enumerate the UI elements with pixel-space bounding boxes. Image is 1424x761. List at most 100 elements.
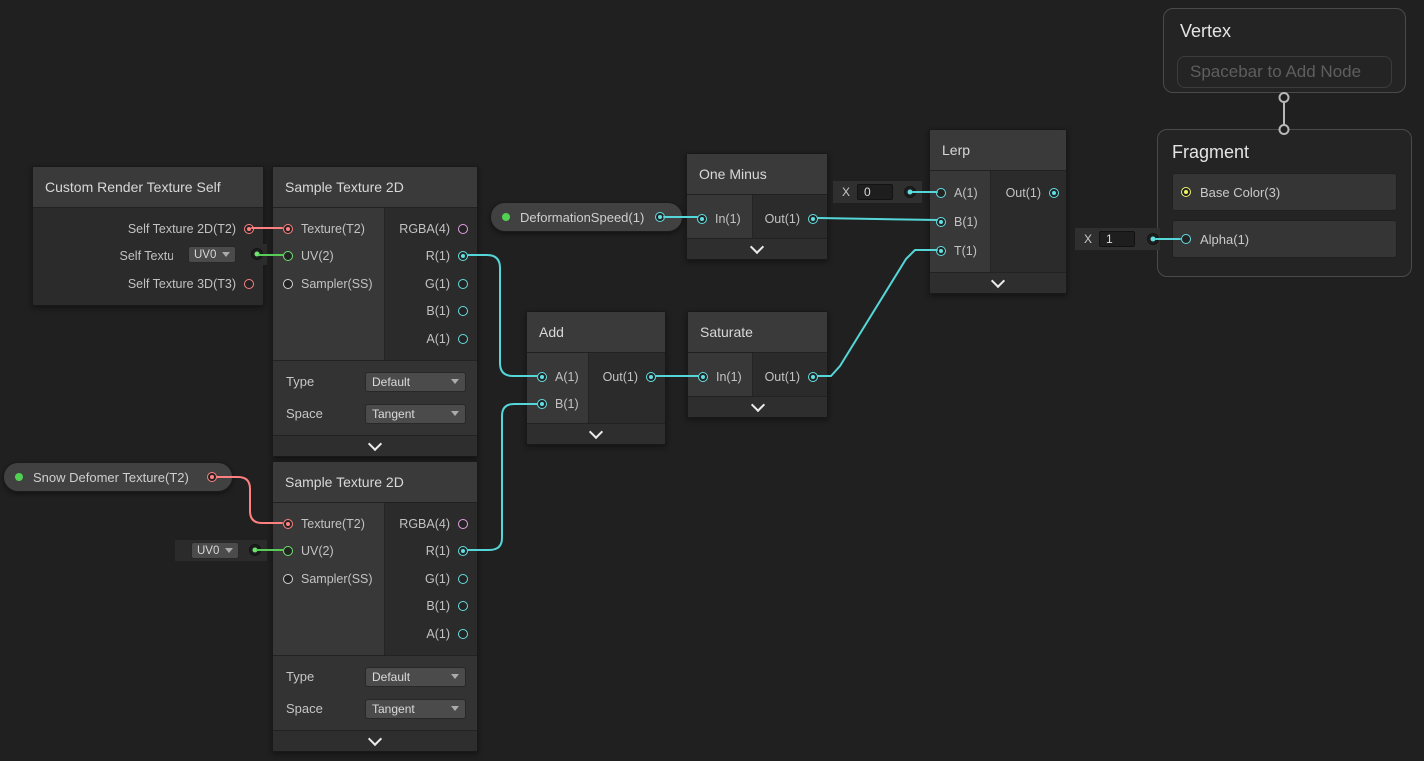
output-row: R(1) — [385, 538, 477, 566]
port-self-texture-3d-icon[interactable] — [244, 278, 254, 289]
value-connector-dot-icon[interactable] — [1147, 233, 1159, 245]
port-label: In(1) — [716, 369, 742, 384]
uv-connector-dot-icon[interactable] — [249, 544, 261, 556]
uv-dropdown[interactable]: UV0 — [188, 246, 237, 263]
port-out-icon[interactable] — [1049, 187, 1059, 198]
port-alpha-in-icon[interactable] — [1181, 234, 1191, 244]
dropdown-value: Tangent — [372, 701, 415, 716]
port-a-out-icon[interactable] — [458, 333, 468, 344]
port-property-out-icon[interactable] — [655, 212, 665, 222]
port-g-out-icon[interactable] — [458, 278, 468, 289]
input-row: T(1) — [930, 236, 990, 265]
port-self-texture-2d-icon[interactable] — [244, 223, 254, 234]
port-rgba-out-icon[interactable] — [458, 518, 468, 529]
node-title-bar: One Minus — [687, 154, 827, 195]
output-row: RGBA(4) — [385, 510, 477, 538]
input-row: A(1) — [527, 363, 588, 391]
x-value-input[interactable]: 0 — [857, 184, 894, 200]
collapse-toggle[interactable] — [273, 434, 477, 456]
collapse-toggle[interactable] — [527, 423, 665, 444]
wire-saturate-to-lerp-t[interactable] — [817, 249, 938, 377]
node-settings: Type Default Space Tangent — [273, 359, 477, 435]
node-add[interactable]: Add A(1) B(1) Out(1) — [526, 311, 666, 445]
port-label: T(1) — [954, 243, 977, 258]
port-g-out-icon[interactable] — [458, 573, 468, 584]
port-uv-in-icon[interactable] — [283, 251, 293, 262]
wire-oneminus-to-lerp-b[interactable] — [817, 217, 938, 221]
port-a-in-icon[interactable] — [936, 187, 946, 198]
port-property-out-icon[interactable] — [207, 472, 217, 482]
node-lerp[interactable]: Lerp A(1) B(1) T(1) Out(1) — [929, 129, 1067, 294]
port-b-out-icon[interactable] — [458, 306, 468, 317]
block-base-color[interactable]: Base Color(3) — [1172, 173, 1397, 211]
port-label: In(1) — [715, 211, 741, 226]
block-alpha[interactable]: Alpha(1) — [1172, 220, 1397, 258]
port-a-out-icon[interactable] — [458, 628, 468, 639]
input-row: In(1) — [687, 205, 752, 233]
port-in-icon[interactable] — [697, 213, 707, 224]
dropdown-arrow-icon — [451, 706, 459, 711]
setting-label: Space — [286, 701, 323, 716]
dropdown-arrow-icon — [451, 379, 459, 384]
node-custom-render-texture-self[interactable]: Custom Render Texture Self Self Texture … — [32, 166, 264, 306]
port-b-out-icon[interactable] — [458, 601, 468, 612]
value-connector-dot-icon[interactable] — [904, 186, 916, 198]
input-row: A(1) — [930, 178, 990, 207]
uv-connector-dot-icon[interactable] — [251, 248, 263, 260]
context-title: Vertex — [1180, 21, 1232, 41]
property-pill-deformation-speed[interactable]: DeformationSpeed(1) — [490, 202, 683, 232]
port-a-in-icon[interactable] — [537, 371, 547, 382]
port-out-icon[interactable] — [646, 371, 656, 382]
port-sampler-in-icon[interactable] — [283, 278, 293, 289]
output-row: B(1) — [385, 298, 477, 326]
port-texture-in-icon[interactable] — [283, 223, 293, 234]
output-row: Out(1) — [753, 205, 827, 233]
node-saturate[interactable]: Saturate In(1) Out(1) — [687, 311, 828, 418]
port-out-icon[interactable] — [808, 213, 818, 224]
port-label: B(1) — [954, 214, 978, 229]
port-label: Out(1) — [764, 211, 800, 226]
uv-dropdown[interactable]: UV0 — [191, 542, 240, 559]
space-dropdown[interactable]: Tangent — [365, 403, 466, 424]
collapse-toggle[interactable] — [687, 237, 827, 259]
input-row: UV(2) — [273, 243, 384, 271]
node-title-bar: Lerp — [930, 130, 1066, 171]
port-texture-in-icon[interactable] — [283, 518, 293, 529]
port-b-in-icon[interactable] — [537, 399, 547, 410]
port-uv-in-icon[interactable] — [283, 546, 293, 557]
collapse-toggle[interactable] — [273, 729, 477, 751]
port-r-out-icon[interactable] — [458, 546, 468, 557]
output-row: Self Texture 3D(T3) — [33, 270, 263, 298]
node-one-minus[interactable]: One Minus In(1) Out(1) — [686, 153, 828, 260]
collapse-toggle[interactable] — [930, 272, 1066, 293]
node-body: In(1) Out(1) — [688, 353, 827, 396]
type-dropdown[interactable]: Default — [365, 666, 466, 687]
port-label: R(1) — [425, 544, 450, 559]
port-base-color-in-icon[interactable] — [1181, 187, 1191, 197]
port-out-icon[interactable] — [808, 371, 818, 382]
node-title: One Minus — [699, 166, 767, 182]
port-in-icon[interactable] — [698, 371, 708, 382]
node-settings: Type Default Space Tangent — [273, 654, 477, 730]
port-b-in-icon[interactable] — [936, 216, 946, 227]
property-pill-snow-deformer-texture[interactable]: Snow Defomer Texture(T2) — [3, 462, 233, 492]
port-rgba-out-icon[interactable] — [458, 223, 468, 234]
dropdown-arrow-icon — [225, 548, 234, 553]
x-value-input[interactable]: 1 — [1099, 231, 1136, 247]
uv-channel-widget-1: UV0 — [173, 244, 267, 265]
fragment-context-block[interactable]: Fragment Base Color(3) Alpha(1) — [1157, 129, 1412, 277]
port-label: Self Texture 2D(T2) — [127, 221, 236, 236]
space-dropdown[interactable]: Tangent — [365, 698, 466, 719]
type-dropdown[interactable]: Default — [365, 371, 466, 392]
port-t-in-icon[interactable] — [936, 245, 946, 256]
port-sampler-in-icon[interactable] — [283, 573, 293, 584]
node-sample-texture-2d-2[interactable]: Sample Texture 2D Texture(T2) UV(2) Samp… — [272, 461, 478, 752]
output-row: RGBA(4) — [385, 215, 477, 243]
port-label: Sampler(SS) — [301, 276, 373, 291]
node-title: Custom Render Texture Self — [45, 179, 221, 195]
node-sample-texture-2d-1[interactable]: Sample Texture 2D Texture(T2) UV(2) Samp… — [272, 166, 478, 457]
collapse-toggle[interactable] — [688, 395, 827, 417]
vertex-context-block[interactable]: Vertex Spacebar to Add Node — [1163, 8, 1406, 93]
port-r-out-icon[interactable] — [458, 251, 468, 262]
